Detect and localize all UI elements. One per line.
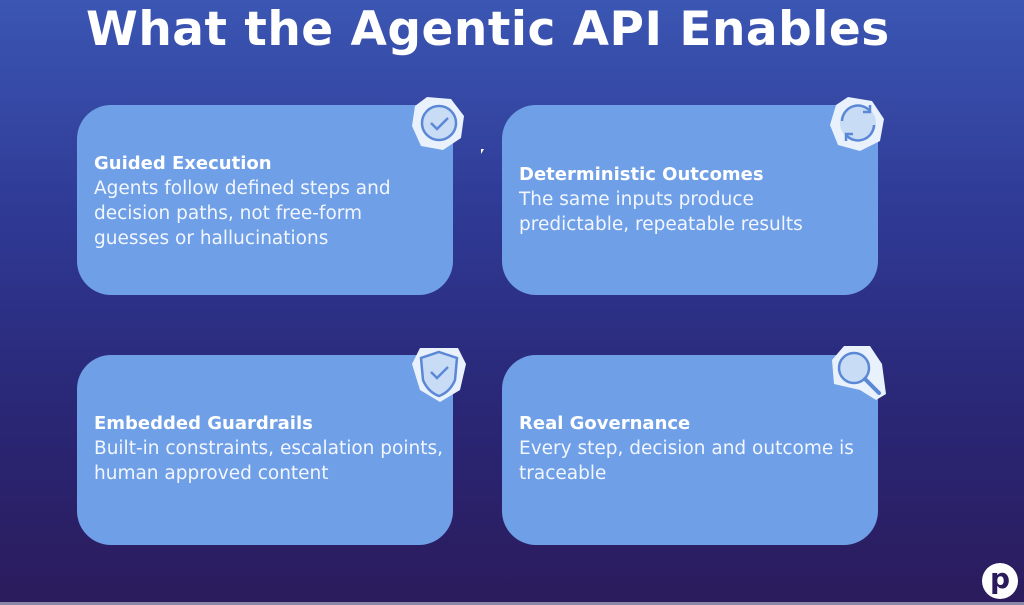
mouse-cursor [481, 149, 484, 154]
card-body: Agents follow defined steps and decision… [94, 178, 391, 249]
logo-letter: p [989, 562, 1011, 595]
card-deterministic-outcomes: Deterministic Outcomes The same inputs p… [502, 105, 878, 295]
magnifier-icon [832, 346, 886, 400]
card-heading: Embedded Guardrails [94, 413, 313, 434]
card-heading: Deterministic Outcomes [519, 164, 764, 185]
card-guided-execution: Guided Execution Agents follow defined s… [77, 105, 453, 295]
card-heading: Real Governance [519, 413, 691, 434]
refresh-icon [830, 97, 884, 151]
card-body: The same inputs produce predictable, rep… [519, 189, 803, 235]
card-real-governance: Real Governance Every step, decision and… [502, 355, 878, 545]
card-body: Built-in constraints, escalation points,… [94, 438, 443, 484]
check-circle-icon [412, 97, 464, 150]
shield-check-icon [412, 348, 466, 402]
card-heading: Guided Execution [94, 153, 272, 174]
slide-title: What the Agentic API Enables [86, 2, 890, 57]
bottom-divider [0, 602, 1024, 605]
card-embedded-guardrails: Embedded Guardrails Built-in constraints… [77, 355, 453, 545]
brand-logo: p [982, 563, 1018, 599]
card-body: Every step, decision and outcome is trac… [519, 438, 854, 484]
